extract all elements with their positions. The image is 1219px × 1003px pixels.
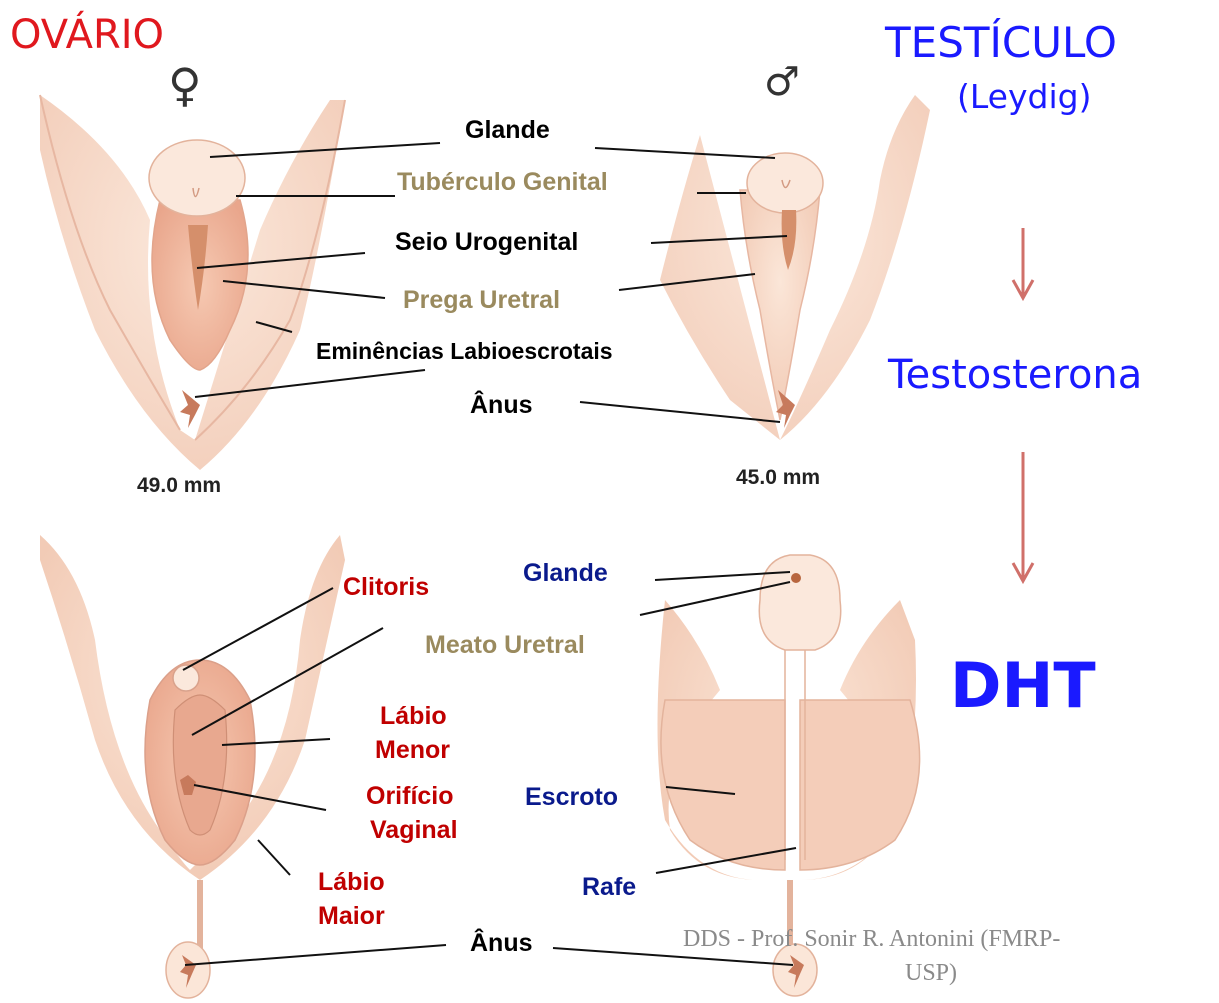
arrow-testis-to-testosterone bbox=[1013, 228, 1033, 298]
label-prega-uretral: Prega Uretral bbox=[403, 286, 560, 315]
male-symbol-icon: ♂ bbox=[764, 62, 800, 102]
female-symbol-icon: ♀ bbox=[168, 62, 202, 108]
label-rafe: Rafe bbox=[582, 873, 636, 902]
credit-line1: DDS - Prof. Sonir R. Antonini (FMRP- bbox=[683, 924, 1060, 954]
label-escroto: Escroto bbox=[525, 783, 618, 812]
measurement-female: 49.0 mm bbox=[137, 474, 221, 498]
testis-heading: TESTÍCULO bbox=[885, 22, 1117, 64]
measurement-male: 45.0 mm bbox=[736, 466, 820, 490]
bottom-female-figure bbox=[40, 535, 345, 998]
testosterone-heading: Testosterona bbox=[888, 355, 1142, 395]
label-orificio-line2: Vaginal bbox=[370, 816, 458, 845]
label-clitoris: Clitoris bbox=[343, 573, 429, 602]
label-seio-urogenital: Seio Urogenital bbox=[395, 228, 578, 257]
label-glande-top: Glande bbox=[465, 116, 550, 145]
label-tuberculo-genital: Tubérculo Genital bbox=[397, 168, 608, 197]
label-anus-top: Ânus bbox=[470, 391, 533, 420]
label-labio-maior-line1: Lábio bbox=[318, 868, 385, 897]
label-eminencias-labioescrotais: Eminências Labioescrotais bbox=[316, 338, 613, 364]
credit-line2: USP) bbox=[905, 958, 957, 988]
label-labio-maior-line2: Maior bbox=[318, 902, 385, 931]
label-orificio-line1: Orifício bbox=[366, 782, 454, 811]
arrow-testosterone-to-dht bbox=[1013, 452, 1033, 581]
leydig-heading: (Leydig) bbox=[957, 80, 1091, 113]
label-labio-menor-line2: Menor bbox=[375, 736, 450, 765]
label-meato-uretral: Meato Uretral bbox=[425, 631, 585, 660]
label-anus-bottom: Ânus bbox=[470, 929, 533, 958]
ovary-heading: OVÁRIO bbox=[10, 15, 164, 55]
label-glande-male: Glande bbox=[523, 559, 608, 588]
label-labio-menor-line1: Lábio bbox=[380, 702, 447, 731]
dht-heading: DHT bbox=[950, 655, 1096, 717]
